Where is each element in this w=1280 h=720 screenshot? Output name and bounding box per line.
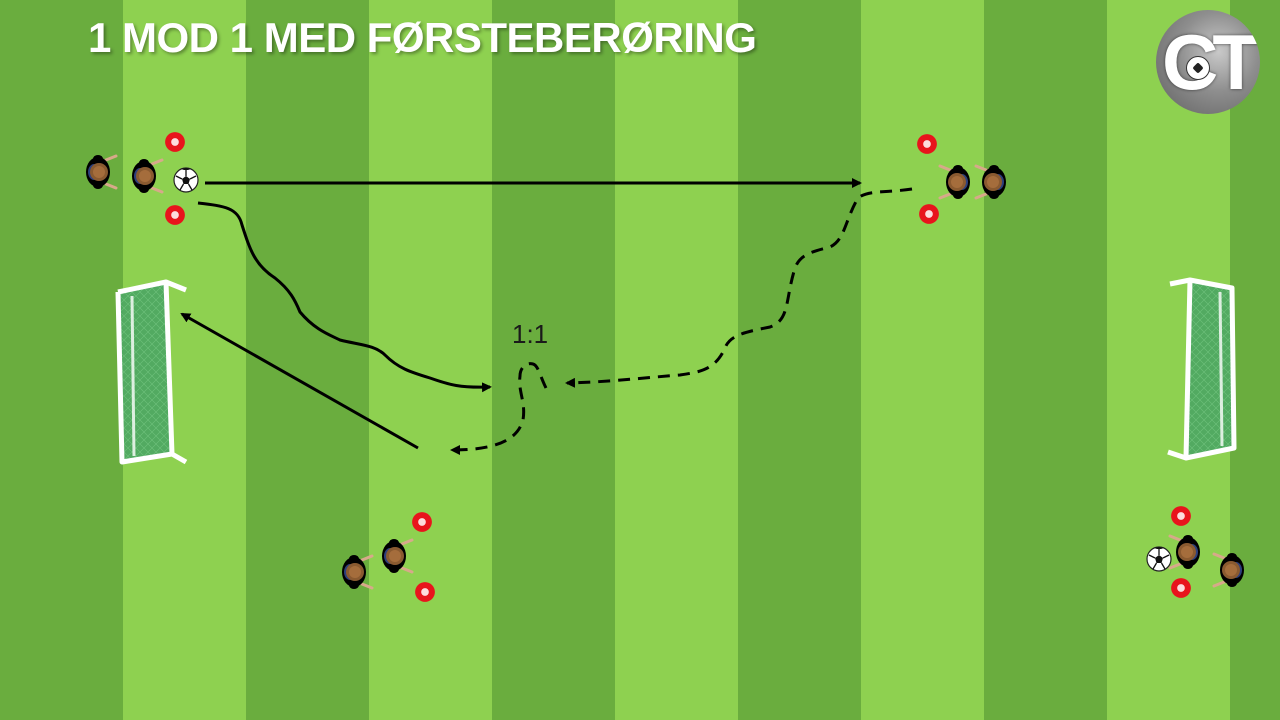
cone-icon bbox=[917, 134, 937, 154]
cone-icon bbox=[412, 512, 432, 532]
cone-icon bbox=[919, 204, 939, 224]
run-path-duel bbox=[450, 362, 548, 455]
ct-logo: CT bbox=[1156, 10, 1260, 114]
grass-stripe bbox=[861, 0, 985, 720]
cone-icon bbox=[1171, 578, 1191, 598]
grass-stripe bbox=[0, 0, 124, 720]
movement-lines bbox=[180, 178, 913, 455]
logo-ball-icon bbox=[1186, 56, 1210, 80]
soccer-ball-icon bbox=[173, 167, 199, 193]
grass-stripe bbox=[369, 0, 493, 720]
cone-icon bbox=[165, 205, 185, 225]
grass-stripe bbox=[1230, 0, 1280, 720]
cone-icon bbox=[1171, 506, 1191, 526]
duel-label: 1:1 bbox=[512, 319, 548, 349]
grass-stripe bbox=[615, 0, 739, 720]
cone-icon bbox=[415, 582, 435, 602]
grass-stripe bbox=[246, 0, 370, 720]
cone-icon bbox=[165, 132, 185, 152]
shot-arrow bbox=[180, 312, 419, 450]
logo-text: CT bbox=[1156, 22, 1260, 102]
drill-title: 1 MOD 1 MED FØRSTEBERØRING bbox=[88, 14, 757, 61]
soccer-ball-icon bbox=[1146, 546, 1172, 572]
run-path-yellow bbox=[565, 187, 913, 388]
grass-stripe bbox=[492, 0, 616, 720]
dribble-path-yellow bbox=[197, 201, 492, 393]
goal-left-icon bbox=[115, 279, 188, 465]
grass-stripe bbox=[984, 0, 1108, 720]
goal-right-icon bbox=[1167, 277, 1237, 461]
grass-stripe bbox=[738, 0, 862, 720]
